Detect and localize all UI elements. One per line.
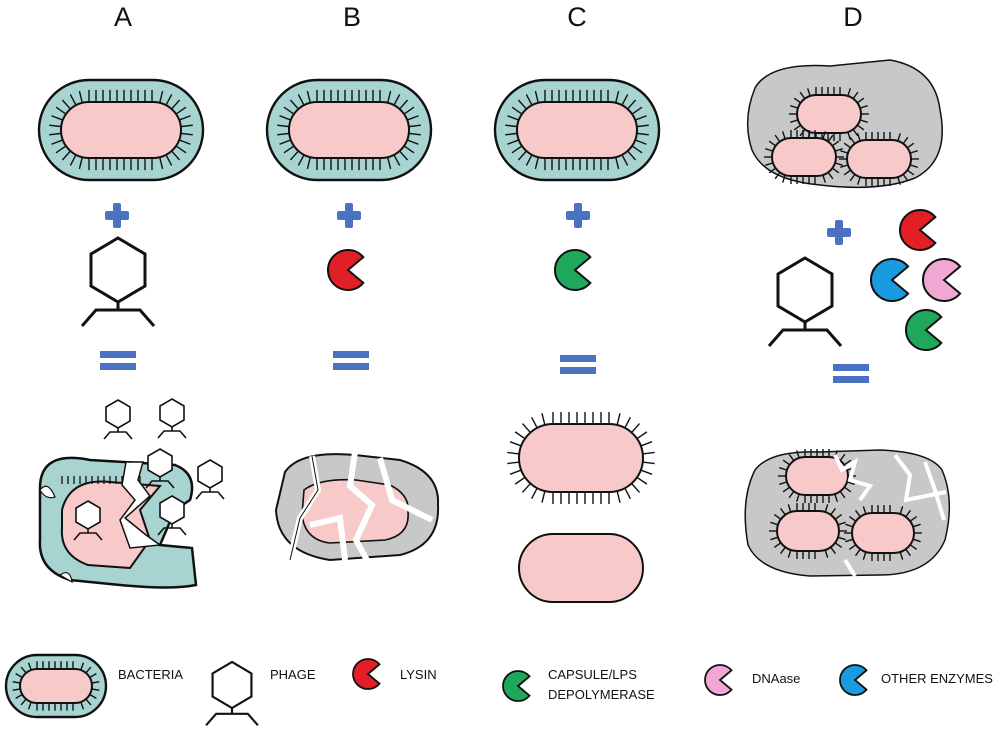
- legend-dnaase-icon: [704, 664, 733, 696]
- legend-label-depolymerase-2: DEPOLYMERASE: [548, 687, 655, 702]
- legend-phage-icon: [205, 660, 260, 727]
- column-label-a: A: [113, 2, 132, 32]
- equals-icon: [333, 351, 369, 370]
- legend-other-enzymes-icon: [839, 664, 868, 696]
- plus-icon: [566, 203, 590, 228]
- equals-icon: [833, 364, 869, 383]
- legend-label-lysin: LYSIN: [400, 667, 437, 682]
- depolymerase-enzyme-icon: [554, 249, 592, 291]
- column-label-c: C: [567, 2, 587, 32]
- equals-icon: [100, 351, 136, 370]
- dnaase-enzyme-icon: [922, 258, 962, 302]
- legend-label-dnaase: DNAase: [752, 671, 801, 686]
- plus-icon: [105, 203, 129, 228]
- depolymerase-enzyme-icon: [905, 309, 943, 351]
- bacterium-intact-b: [265, 78, 433, 182]
- other-enzyme-icon: [870, 258, 910, 302]
- lysin-enzyme-icon: [899, 209, 937, 251]
- bacterium-intact-c: [493, 78, 661, 182]
- column-label-b: B: [342, 2, 361, 32]
- legend-label-phage: PHAGE: [270, 667, 316, 682]
- legend-bacteria-icon: [4, 653, 108, 719]
- bacterium-no-capsule-smooth: [518, 533, 644, 603]
- plus-icon: [827, 220, 851, 245]
- phage-icon: [767, 256, 843, 348]
- equals-icon: [560, 355, 596, 374]
- biofilm-disrupted: [744, 449, 951, 578]
- legend-label-other-enzymes: OTHER ENZYMES: [881, 671, 993, 686]
- legend-depolymerase-icon: [502, 670, 531, 702]
- bacterium-intact-a: [37, 78, 205, 182]
- bacterium-no-capsule: [507, 412, 655, 504]
- lysin-enzyme-icon: [327, 249, 365, 291]
- lysed-bacterium-a: [38, 398, 225, 589]
- plus-icon: [337, 203, 361, 228]
- phage-icon: [80, 236, 156, 328]
- legend-label-depolymerase-1: CAPSULE/LPS: [548, 667, 637, 682]
- lysed-bacterium-b: [274, 451, 440, 564]
- legend-label-bacteria: BACTERIA: [118, 667, 184, 682]
- column-label-d: D: [843, 2, 863, 32]
- legend-lysin-icon: [352, 658, 381, 690]
- biofilm-intact: [746, 59, 943, 189]
